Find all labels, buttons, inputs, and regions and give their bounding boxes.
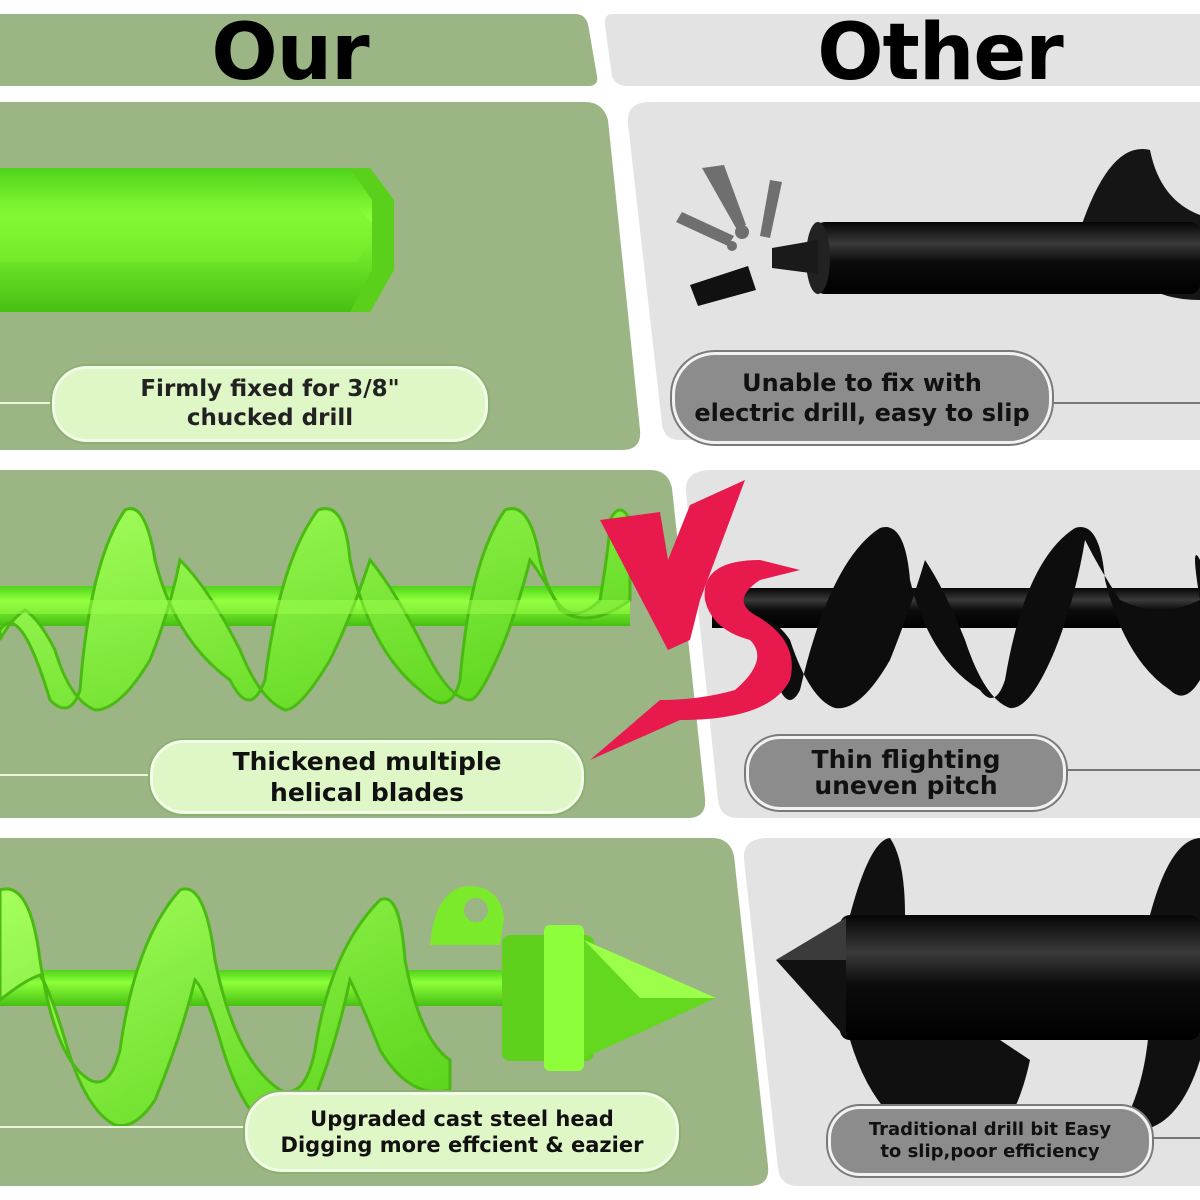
other-pill-2: Thin flighting uneven pitch xyxy=(746,736,1066,810)
black-auger-icon xyxy=(712,527,1200,709)
ours-pill-3-line2: Digging more effcient & eazier xyxy=(280,1133,644,1157)
broken-shank-icon xyxy=(676,149,1200,306)
auger-blade-icon xyxy=(0,507,632,712)
other-pill-1: Unable to fix with electric drill, easy … xyxy=(672,352,1052,444)
ours-pill-2-line1: Thickened multiple xyxy=(232,746,502,776)
other-pill-2-line2: uneven pitch xyxy=(814,771,998,800)
cone-tip-icon xyxy=(0,886,716,1134)
ours-pill-2-line2: helical blades xyxy=(270,778,464,807)
ours-pill-2: Thickened multiple helical blades xyxy=(150,740,584,814)
other-pill-3: Traditional drill bit Easy to slip,poor … xyxy=(828,1106,1152,1176)
other-header-tab xyxy=(604,14,1200,86)
connector-lines xyxy=(0,402,1200,1139)
other-pill-1-line2: electric drill, easy to slip xyxy=(694,399,1030,427)
ours-pill-1-line1: Firmly fixed for 3/8" xyxy=(140,376,400,403)
ours-pill-1: Firmly fixed for 3/8" chucked drill xyxy=(52,366,488,442)
other-pill-3-line2: to slip,poor efficiency xyxy=(880,1141,1100,1162)
ours-pill-1-line2: chucked drill xyxy=(186,405,354,431)
ours-header: Our xyxy=(211,8,369,98)
ours-pill-3: Upgraded cast steel head Digging more ef… xyxy=(245,1092,679,1172)
ours-header-tab xyxy=(0,14,598,86)
other-pill-2-line1: Thin flighting xyxy=(811,744,1001,774)
other-pill-3-line1: Traditional drill bit Easy xyxy=(868,1118,1112,1140)
other-pill-1-line1: Unable to fix with xyxy=(742,369,982,397)
hex-shank-icon xyxy=(0,168,394,312)
ours-pill-3-line1: Upgraded cast steel head xyxy=(310,1106,614,1131)
other-header: Other xyxy=(817,8,1064,98)
vs-badge-icon xyxy=(590,480,800,760)
